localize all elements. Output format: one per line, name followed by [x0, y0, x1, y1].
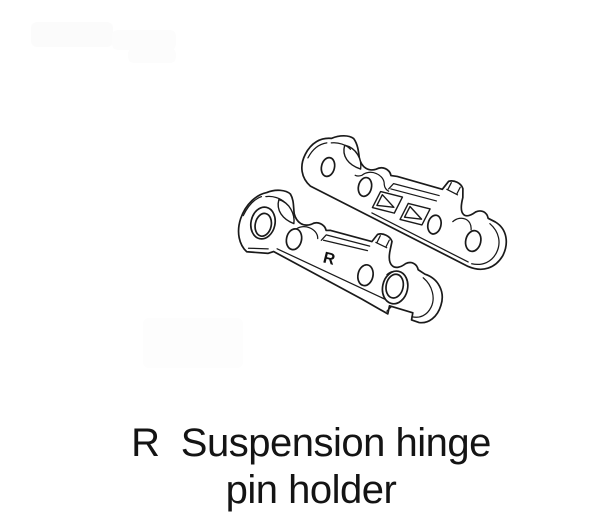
- caption-line-1: R Suspension hinge: [131, 421, 491, 465]
- caption: R Suspension hinge pin holder: [0, 420, 600, 514]
- hinge-pin-holder-upper: [301, 134, 508, 271]
- caption-line-2: pin holder: [225, 468, 397, 512]
- hinge-pin-holder-lower: R: [237, 189, 443, 324]
- part-marking-r: R: [321, 249, 337, 268]
- scan-artifact: [128, 48, 176, 63]
- scan-artifact: [143, 318, 243, 368]
- scan-artifact: [31, 22, 113, 47]
- scan-artifact: [112, 30, 176, 50]
